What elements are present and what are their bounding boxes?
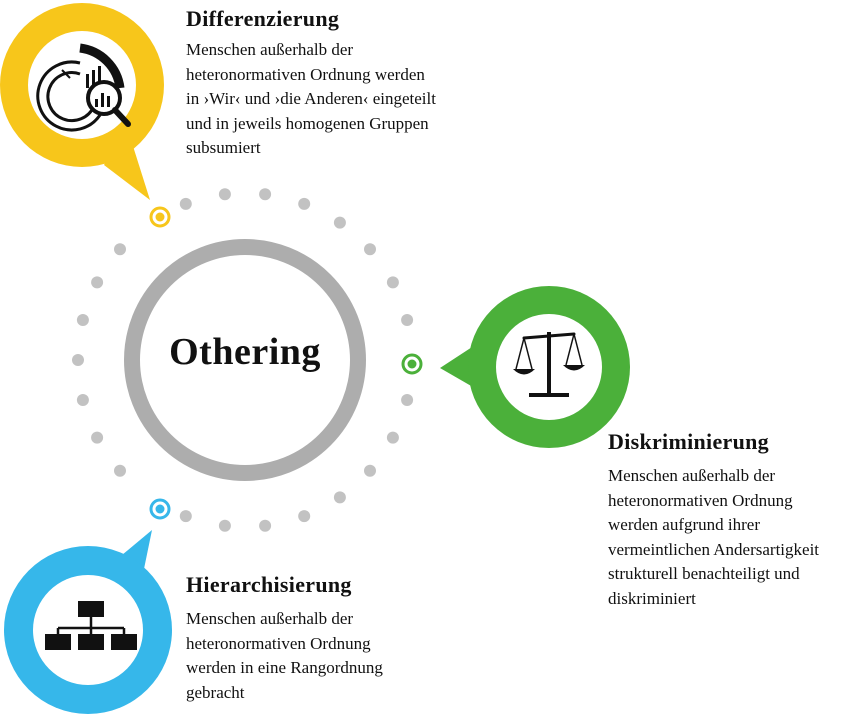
org-chart-icon: [45, 601, 137, 650]
hierarchisierung-bubble: [4, 530, 172, 714]
orbit-dot: [72, 354, 84, 366]
diskriminierung-description: Menschen außerhalb der heteronormativen …: [608, 464, 819, 611]
text-line: subsumiert: [186, 138, 261, 157]
hierarchisierung-heading: Hierarchisierung: [186, 572, 352, 597]
differenzierung-bubble: [0, 3, 164, 200]
orbit-dot: [218, 188, 231, 201]
orbit-dot: [386, 276, 399, 289]
text-line: werden aufgrund ihrer: [608, 515, 760, 534]
orbit-dot: [76, 394, 89, 406]
text-line: werden in eine Rangordnung: [186, 658, 383, 677]
text-line: heteronormativen Ordnung: [186, 633, 371, 653]
orbit-dot: [114, 464, 126, 477]
orbit-dot: [114, 243, 126, 256]
orbit-dot: [364, 464, 376, 477]
orbit-dot: [91, 276, 104, 289]
orbit-dot: [333, 216, 346, 229]
orbit-dot: [401, 314, 414, 326]
diskriminierung-heading: Diskriminierung: [608, 429, 769, 454]
text-line: Menschen außerhalb der: [186, 609, 354, 628]
differenzierung-description: Menschen außerhalb der heteronormativen …: [186, 38, 436, 161]
orbit-dot: [179, 510, 192, 523]
orbit-dot: [259, 188, 272, 201]
scales-icon: [513, 332, 585, 397]
center-title: Othering: [169, 331, 321, 373]
orbit-dot: [333, 491, 346, 504]
orbit-dot: [91, 431, 104, 444]
magnifier-analytics-icon: [36, 43, 131, 132]
orbit-dot: [76, 314, 89, 326]
hierarchisierung-description: Menschen außerhalb der heteronormativen …: [186, 607, 383, 705]
text-line: heteronormativen Ordnung: [608, 490, 793, 510]
orbit-dot: [386, 431, 399, 444]
orbit-dot: [218, 519, 231, 532]
dotted-orbit: [72, 188, 414, 532]
differenzierung-bubble-shape: [104, 124, 150, 200]
center-ring: [124, 239, 366, 481]
text-line: vermeintlichen Andersartigkeit: [608, 539, 820, 559]
orbit-dot: [298, 510, 311, 523]
orbit-dot: [179, 197, 192, 210]
text-line: strukturell benachteiligt und: [608, 564, 800, 583]
orbit-dot: [364, 243, 376, 256]
text-line: heteronormativen Ordnung werden: [186, 64, 425, 84]
orbit-dot: [298, 197, 311, 210]
diskriminierung-bubble: [440, 286, 630, 448]
differenzierung-heading: Differenzierung: [186, 6, 340, 31]
orbit-dot: [401, 394, 414, 406]
orbit-dot: [259, 519, 272, 532]
text-line: in ›Wir‹ und ›die Anderen‹ eingeteilt: [186, 89, 436, 108]
differenzierung-marker: [149, 206, 171, 228]
diskriminierung-marker: [401, 353, 423, 375]
text-line: diskriminiert: [608, 588, 696, 608]
text-line: Menschen außerhalb der: [186, 40, 354, 59]
hierarchisierung-marker: [149, 498, 171, 520]
text-line: gebracht: [186, 682, 245, 702]
text-line: und in jeweils homogenen Gruppen: [186, 113, 429, 133]
text-line: Menschen außerhalb der: [608, 466, 776, 485]
